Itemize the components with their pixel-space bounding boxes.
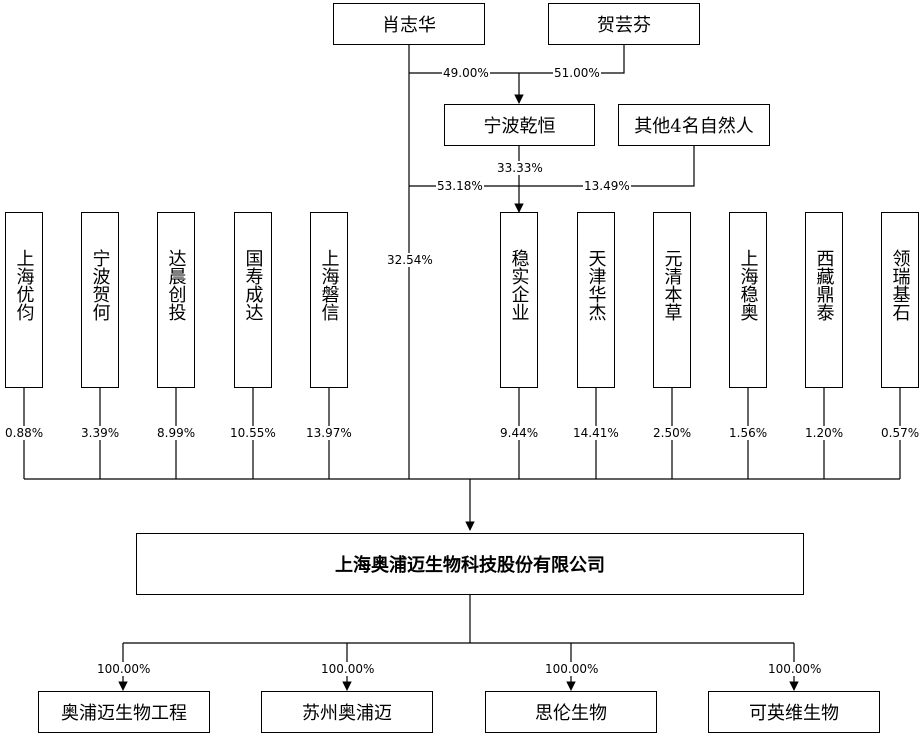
shareholder-pct: 2.50% bbox=[652, 426, 693, 440]
shareholder-box: 上海优伨 bbox=[5, 212, 43, 388]
shareholder-box: 国寿成达 bbox=[234, 212, 272, 388]
pct-others-to-wenshi: 13.49% bbox=[583, 179, 631, 193]
shareholder-pct: 1.20% bbox=[804, 426, 845, 440]
shareholder-pct: 14.41% bbox=[572, 426, 620, 440]
subsidiary-pct: 100.00% bbox=[767, 662, 823, 676]
shareholder-box: 达晨创投 bbox=[157, 212, 195, 388]
entity-he-yunfen: 贺芸芬 bbox=[548, 3, 700, 45]
shareholder-box: 稳实企业 bbox=[500, 212, 538, 388]
entity-ningbo-qianheng: 宁波乾恒 bbox=[444, 104, 595, 146]
shareholder-pct: 1.56% bbox=[728, 426, 769, 440]
shareholder-pct: 10.55% bbox=[229, 426, 277, 440]
subsidiary-box: 思伦生物 bbox=[485, 691, 657, 733]
subsidiary-box: 可英维生物 bbox=[708, 691, 880, 733]
shareholder-pct: 13.97% bbox=[305, 426, 353, 440]
shareholder-box: 宁波贺何 bbox=[81, 212, 119, 388]
subsidiary-box: 苏州奥浦迈 bbox=[261, 691, 433, 733]
entity-xiao-zhihua: 肖志华 bbox=[333, 3, 485, 45]
shareholder-box: 天津华杰 bbox=[577, 212, 615, 388]
shareholder-box: 元清本草 bbox=[653, 212, 691, 388]
subsidiary-box: 奥浦迈生物工程 bbox=[38, 691, 210, 733]
subsidiary-pct: 100.00% bbox=[544, 662, 600, 676]
shareholder-pct: 9.44% bbox=[499, 426, 540, 440]
shareholder-box: 领瑞基石 bbox=[881, 212, 919, 388]
pct-ningbo-to-wenshi: 33.33% bbox=[496, 161, 544, 175]
shareholder-box: 上海磐信 bbox=[310, 212, 348, 388]
entity-other-individuals: 其他4名自然人 bbox=[618, 104, 770, 146]
pct-xiao-to-company: 32.54% bbox=[386, 253, 434, 267]
shareholder-box: 上海稳奥 bbox=[729, 212, 767, 388]
subsidiary-pct: 100.00% bbox=[96, 662, 152, 676]
shareholder-pct: 0.57% bbox=[880, 426, 921, 440]
shareholder-pct: 3.39% bbox=[80, 426, 121, 440]
pct-he-to-ningbo: 51.00% bbox=[553, 66, 601, 80]
shareholder-pct: 0.88% bbox=[4, 426, 45, 440]
wenshi-bar-line bbox=[409, 146, 695, 187]
shareholder-pct: 8.99% bbox=[156, 426, 197, 440]
subsidiary-pct: 100.00% bbox=[320, 662, 376, 676]
pct-xiao-to-wenshi: 53.18% bbox=[436, 179, 484, 193]
pct-xiao-to-ningbo: 49.00% bbox=[442, 66, 490, 80]
company-box: 上海奥浦迈生物科技股份有限公司 bbox=[136, 533, 804, 595]
shareholder-box: 西藏鼎泰 bbox=[805, 212, 843, 388]
